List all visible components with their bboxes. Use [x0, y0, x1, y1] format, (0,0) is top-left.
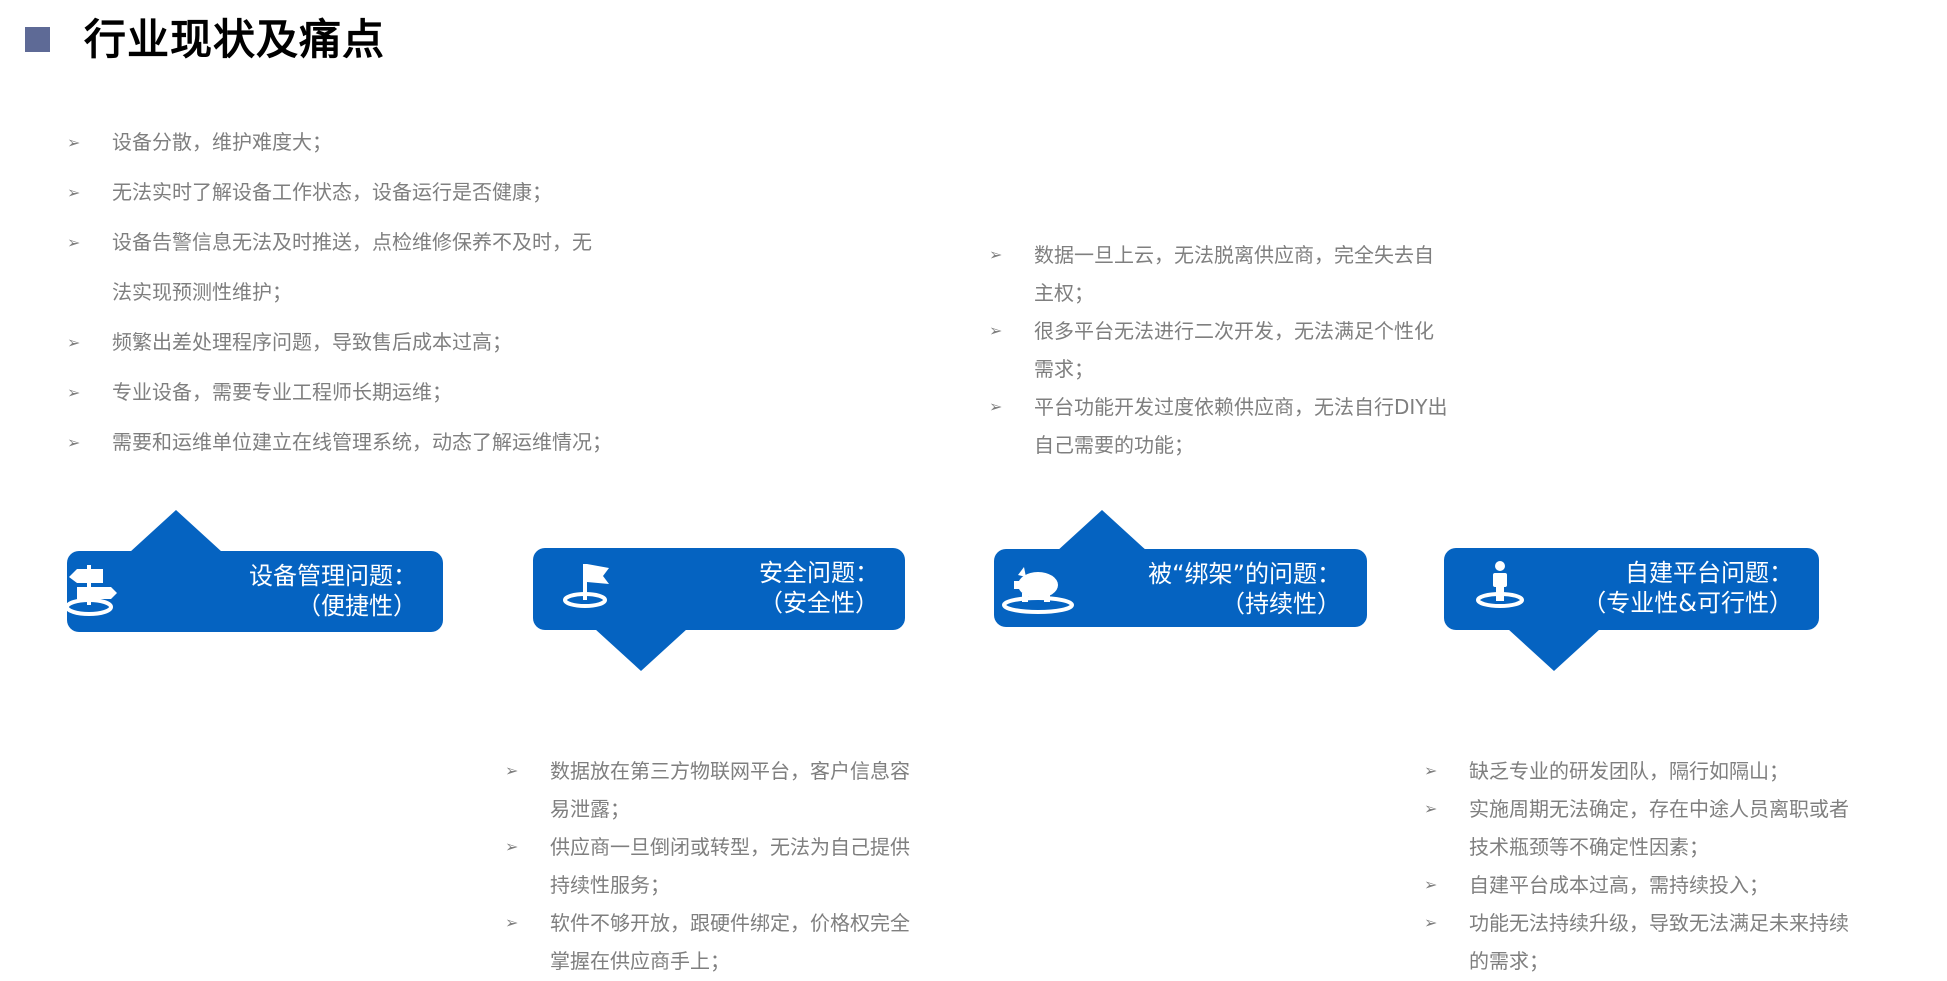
list-item: ➢数据一旦上云，无法脱离供应商，完全失去自 [989, 236, 1448, 274]
arrow-bullet-icon: ➢ [67, 383, 81, 402]
list-item: ➢设备告警信息无法及时推送，点检维修保养不及时，无法实现预测性维护； [67, 230, 592, 304]
lockin-issues-list: ➢数据一旦上云，无法脱离供应商，完全失去自 主权； ➢很多平台无法进行二次开发，… [989, 236, 1448, 464]
list-item: ➢功能无法持续升级，导致无法满足未来持续 [1424, 904, 1849, 942]
list-item: ➢平台功能开发过度依赖供应商，无法自行DIY出 [989, 388, 1448, 426]
page-title: 行业现状及痛点 [84, 15, 386, 64]
list-item-continued: 主权； [1034, 281, 1094, 305]
box-label: 设备管理问题： （便捷性） [249, 562, 417, 620]
lockin-box: 被“绑架”的问题： （持续性） [994, 549, 1367, 627]
list-item-continued: 掌握在供应商手上； [550, 949, 730, 973]
pointer-up [1056, 510, 1148, 552]
list-item: ➢频繁出差处理程序问题，导致售后成本过高； [67, 330, 512, 354]
list-item: ➢缺乏专业的研发团队，隔行如隔山； [1424, 752, 1849, 790]
box-label: 自建平台问题： （专业性&可行性） [1582, 559, 1793, 617]
arrow-bullet-icon: ➢ [989, 245, 1003, 264]
arrow-bullet-icon: ➢ [67, 183, 81, 202]
list-item: ➢供应商一旦倒闭或转型，无法为自己提供 [505, 828, 910, 866]
arrow-bullet-icon: ➢ [989, 321, 1003, 340]
arrow-bullet-icon: ➢ [1424, 799, 1438, 818]
signpost-icon [67, 565, 117, 616]
arrow-bullet-icon: ➢ [67, 233, 81, 252]
arrow-bullet-icon: ➢ [505, 837, 519, 856]
list-item: ➢专业设备，需要专业工程师长期运维； [67, 380, 452, 404]
list-item-continued: 持续性服务； [550, 873, 670, 897]
selfbuild-box: 自建平台问题： （专业性&可行性） [1444, 548, 1819, 630]
arrow-bullet-icon: ➢ [1424, 761, 1438, 780]
box-label: 安全问题： （安全性） [759, 559, 879, 617]
list-item: ➢软件不够开放，跟硬件绑定，价格权完全 [505, 904, 910, 942]
arrow-bullet-icon: ➢ [67, 433, 81, 452]
arrow-bullet-icon: ➢ [505, 913, 519, 932]
piggy-bank-icon [1002, 567, 1074, 614]
list-item-continued: 技术瓶颈等不确定性因素； [1469, 835, 1709, 859]
security-box: 安全问题： （安全性） [533, 548, 905, 630]
pointer-down [595, 629, 687, 671]
title-marker [25, 27, 50, 52]
list-item: ➢很多平台无法进行二次开发，无法满足个性化 [989, 312, 1448, 350]
arrow-bullet-icon: ➢ [67, 333, 81, 352]
security-issues-list: ➢数据放在第三方物联网平台，客户信息容 易泄露； ➢供应商一旦倒闭或转型，无法为… [505, 752, 910, 980]
list-item-continued: 的需求； [1469, 949, 1549, 973]
device-issues-list: ➢设备分散，维护难度大； ➢无法实时了解设备工作状态，设备运行是否健康； ➢设备… [67, 130, 612, 480]
list-item-continued: 自己需要的功能； [1034, 433, 1194, 457]
arrow-bullet-icon: ➢ [989, 397, 1003, 416]
arrow-bullet-icon: ➢ [1424, 875, 1438, 894]
arrow-bullet-icon: ➢ [505, 761, 519, 780]
list-item: ➢实施周期无法确定，存在中途人员离职或者 [1424, 790, 1849, 828]
device-management-box: 设备管理问题： （便捷性） [67, 551, 443, 632]
pointer-up [130, 510, 222, 552]
list-item: ➢设备分散，维护难度大； [67, 130, 332, 154]
arrow-bullet-icon: ➢ [1424, 913, 1438, 932]
selfbuild-issues-list: ➢缺乏专业的研发团队，隔行如隔山； ➢实施周期无法确定，存在中途人员离职或者 技… [1424, 752, 1849, 980]
arrow-bullet-icon: ➢ [67, 133, 81, 152]
flag-icon [563, 564, 609, 608]
list-item: ➢需要和运维单位建立在线管理系统，动态了解运维情况； [67, 430, 612, 454]
list-item: ➢无法实时了解设备工作状态，设备运行是否健康； [67, 180, 552, 204]
list-item-continued: 需求； [1034, 357, 1094, 381]
list-item: ➢自建平台成本过高，需持续投入； [1424, 866, 1849, 904]
list-item-continued: 易泄露； [550, 797, 630, 821]
pointer-down [1508, 629, 1600, 671]
box-label: 被“绑架”的问题： （持续性） [1148, 560, 1341, 618]
person-icon [1476, 561, 1524, 608]
list-item: ➢数据放在第三方物联网平台，客户信息容 [505, 752, 910, 790]
